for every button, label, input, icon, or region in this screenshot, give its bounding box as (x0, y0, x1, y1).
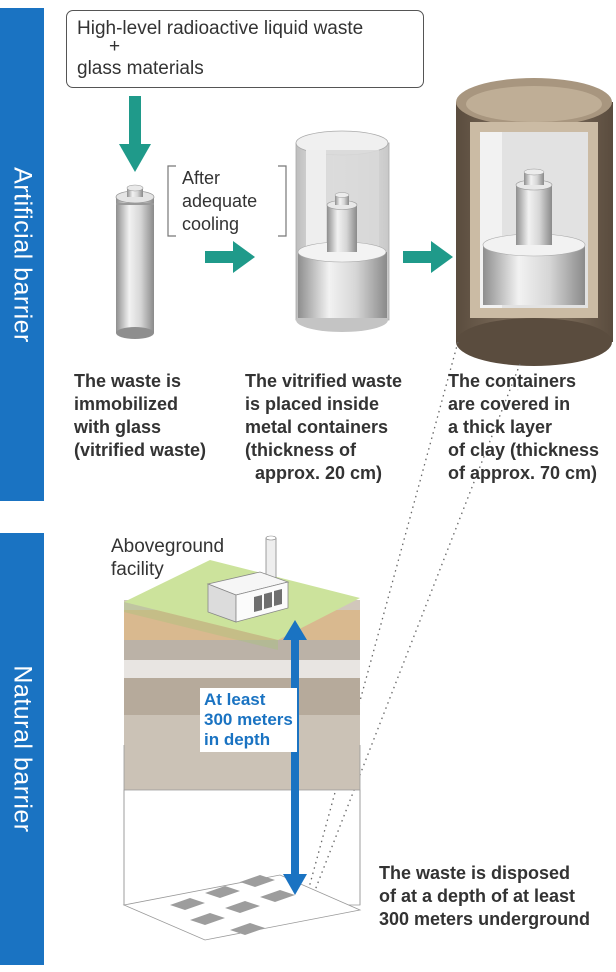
depth-arrow-icon (283, 620, 307, 895)
natural-barrier-sidebar: Natural barrier (0, 533, 44, 965)
input-line-1: High-level radioactive liquid waste (77, 18, 364, 39)
input-line-2: glass materials (77, 58, 204, 79)
cooling-note: After adequate cooling (182, 168, 258, 234)
step-caption-2: The vitrified waste is placed inside met… (245, 371, 403, 483)
leader-line-left (306, 341, 459, 896)
metal-container (295, 130, 390, 332)
leader-line-right (311, 363, 521, 899)
disposal-caption: The waste is disposed of at a depth of a… (379, 863, 591, 929)
right-arrow-icon-2 (403, 241, 453, 273)
aboveground-facility-building (206, 535, 290, 623)
vitrified-waste-cylinder (115, 184, 155, 339)
right-arrow-icon-1 (205, 241, 255, 273)
down-arrow-icon (119, 96, 151, 172)
cooling-bracket-left (167, 165, 176, 237)
input-plus: + (109, 36, 121, 57)
cooling-bracket-right (278, 165, 287, 237)
step-caption-1: The waste is immobilized with glass (vit… (74, 371, 207, 460)
depth-label: At least 300 meters in depth (200, 688, 297, 752)
clay-covered-container (456, 78, 613, 366)
facility-label: Aboveground facility (111, 536, 225, 580)
artificial-barrier-sidebar: Artificial barrier (0, 8, 44, 501)
step-caption-3: The containers are covered in a thick la… (448, 371, 600, 483)
input-materials-box: High-level radioactive liquid waste + gl… (66, 10, 424, 88)
